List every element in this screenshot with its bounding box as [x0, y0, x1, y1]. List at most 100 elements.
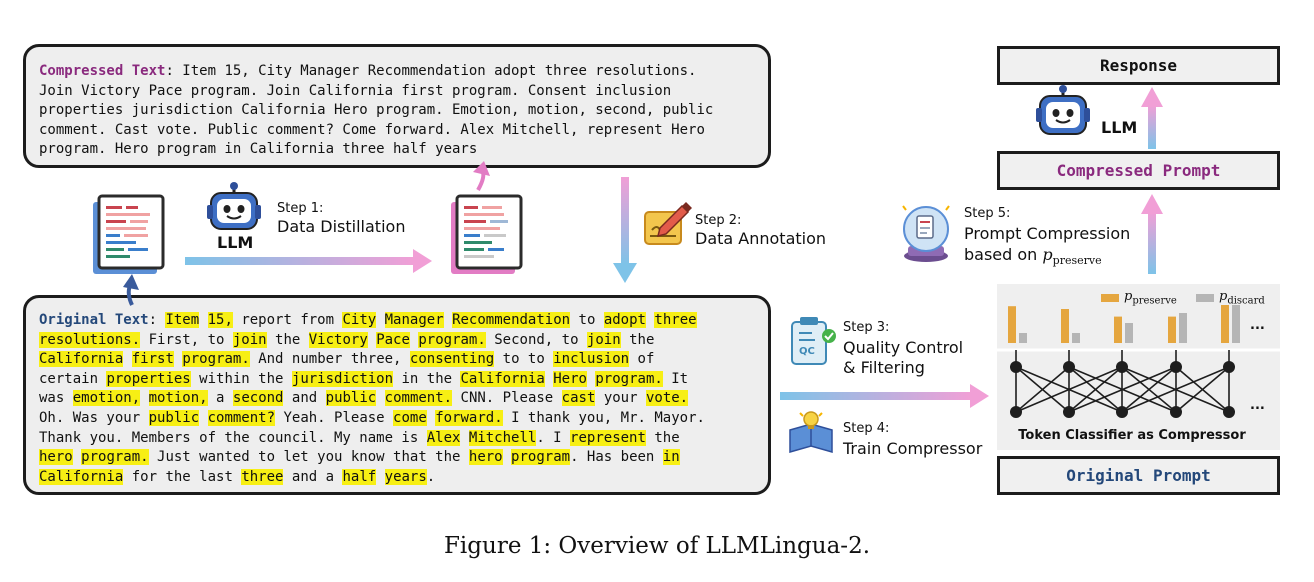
discarded-token: . Has been [570, 449, 663, 466]
discard-bar [1072, 333, 1080, 343]
bars-ellipsis: ... [1250, 318, 1265, 333]
network-node [1170, 406, 1182, 418]
discarded-token: . I [536, 429, 571, 446]
preserved-token: program. [418, 331, 486, 348]
preserved-token: resolutions. [39, 331, 141, 348]
legend-discard-p: p [1219, 289, 1228, 304]
preserve-bar [1114, 316, 1122, 343]
preserved-token: comment. [384, 390, 453, 407]
compressed-line-text: program. Hero program in California thre… [39, 141, 478, 158]
preserved-token: adopt [603, 312, 646, 328]
discarded-token: a [207, 390, 233, 407]
discard-bar [1179, 313, 1187, 343]
discard-bar [1019, 333, 1027, 343]
doc-to-compressed-arrow [473, 161, 490, 191]
legend-preserve-text: ppreserve [1124, 289, 1177, 307]
compressed-text-content: Compressed Text: Item 15, City Manager R… [39, 62, 713, 160]
step1-number: Step 1: [277, 201, 324, 216]
preserved-token: jurisdiction [291, 370, 394, 387]
discarded-token: for the last [123, 468, 242, 485]
compressed-line: program. Hero program in California thre… [39, 140, 713, 160]
compressed-line: Compressed Text: Item 15, City Manager R… [39, 62, 713, 82]
llm-label: LLM [217, 233, 254, 252]
step5-line2: based on ppreserve [964, 245, 1102, 271]
compressed-line: comment. Cast vote. Public comment? Come… [39, 121, 713, 141]
discarded-token: Yeah. Please [275, 409, 394, 426]
original-line: hero program. Just wanted to let you kno… [39, 448, 705, 468]
discarded-token: and [283, 390, 326, 407]
preserved-token: in [662, 449, 680, 466]
discarded-token: of [629, 351, 655, 368]
compressed-line: properties jurisdiction California Hero … [39, 101, 713, 121]
original-line: was emotion, motion, a second and public… [39, 389, 705, 409]
discarded-token: to to [494, 351, 554, 368]
llm-label-top: LLM [1101, 118, 1138, 137]
preserved-token: years [384, 468, 427, 485]
network-node [1063, 406, 1075, 418]
compressed-line-text: comment. Cast vote. Public comment? Come… [39, 121, 705, 138]
original-line: California for the last three and a half… [39, 468, 705, 488]
preserved-token: Hero [553, 370, 587, 387]
preserved-token: Alex [426, 429, 461, 446]
step4-number: Step 4: [843, 421, 890, 436]
distilled-document-icon [451, 194, 523, 274]
step3-number: Step 3: [843, 320, 890, 335]
discarded-token: and a [283, 468, 343, 485]
step3-arrow [780, 384, 989, 408]
preserved-token: Pace [376, 331, 410, 348]
preserved-token: hero [468, 449, 503, 466]
step2-arrow [613, 177, 637, 283]
network-node [1116, 361, 1128, 373]
original-line: resolutions. First, to join the Victory … [39, 331, 705, 351]
discarded-token: Second, to [485, 331, 587, 348]
preserved-token: come [393, 409, 427, 426]
preserved-token: Mitchell [468, 429, 537, 446]
legend-discard-text: pdiscard [1219, 289, 1265, 307]
discarded-token: the [266, 331, 309, 348]
network-edge [1121, 366, 1177, 413]
preserved-token: inclusion [553, 351, 630, 368]
step5-p-symbol: p [1042, 245, 1053, 264]
original-line: Original Text: Item 15, report from City… [39, 311, 705, 331]
original-line: Thank you. Members of the council. My na… [39, 429, 705, 449]
network-ellipsis: ... [1250, 398, 1265, 413]
preserved-token: represent [570, 429, 646, 446]
step2-name: Data Annotation [695, 229, 827, 248]
preserved-token: public [325, 390, 377, 407]
preserved-token: California [39, 351, 124, 368]
original-text-content: Original Text: Item 15, report from City… [39, 311, 705, 487]
network-node [1116, 406, 1128, 418]
token-bars [1008, 305, 1240, 343]
preserve-bar [1061, 309, 1069, 343]
preserved-token: program [511, 449, 571, 466]
preserved-token: Victory [308, 331, 368, 348]
legend-discard-swatch [1196, 294, 1214, 302]
discarded-token: . [426, 468, 436, 485]
legend-preserve-swatch [1101, 294, 1119, 302]
discarded-token: : [148, 312, 166, 328]
discarded-token: It [662, 370, 689, 387]
network-node [1170, 361, 1182, 373]
discarded-token: certain [39, 370, 107, 387]
network-node [1223, 406, 1235, 418]
preserved-token: program. [182, 351, 250, 368]
step1-name: Data Distillation [277, 217, 406, 236]
preserved-token: public [148, 409, 200, 426]
preserved-token: Manager [384, 312, 444, 328]
preserved-token: Recommendation [452, 312, 571, 328]
network-edge [1068, 366, 1177, 413]
discarded-token: the [645, 429, 680, 446]
step5-p-subscript: preserve [1052, 254, 1102, 268]
preserved-token: emotion, [72, 390, 141, 407]
discarded-token: within the [190, 370, 292, 387]
annotation-icon [644, 202, 692, 245]
network-edge [1015, 366, 1070, 413]
preserved-token: join [232, 331, 267, 348]
preserved-token: half [342, 468, 377, 485]
classifier-label: Token Classifier as Compressor [1018, 428, 1246, 443]
preserved-token: Item [165, 312, 200, 328]
original-line: Oh. Was your public comment? Yeah. Pleas… [39, 409, 705, 429]
network-edge [1068, 366, 1123, 413]
original-line: California first program. And number thr… [39, 350, 705, 370]
